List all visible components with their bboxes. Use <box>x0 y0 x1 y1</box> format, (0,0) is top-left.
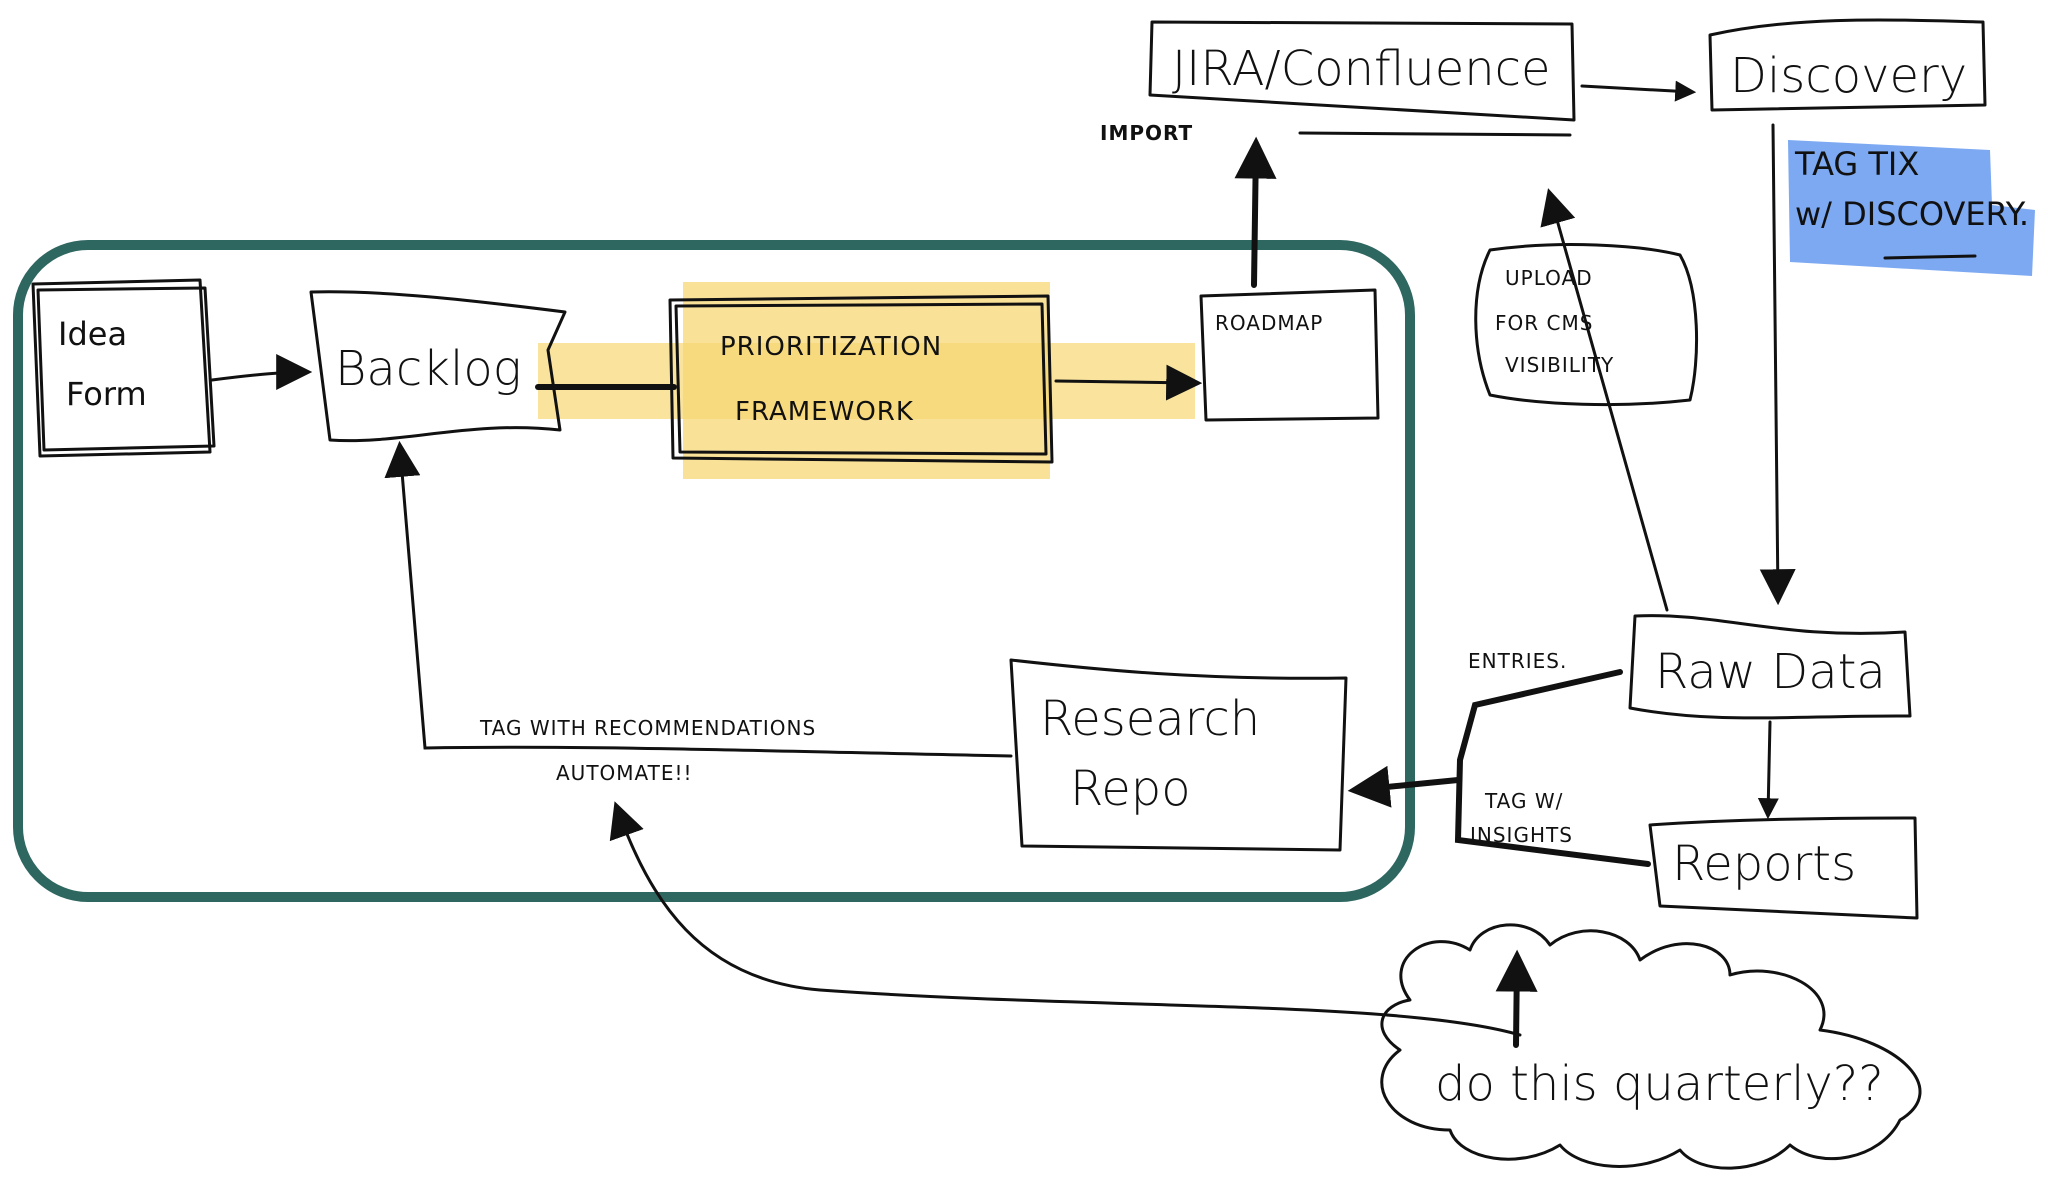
discovery-label: Discovery <box>1730 48 1967 104</box>
node-prioritization-framework: PRIORITIZATION FRAMEWORK <box>668 294 1054 464</box>
arrow-discovery-to-raw-data <box>1759 123 1796 606</box>
tag-insights-label: TAG W/ <box>1484 789 1563 813</box>
upload-label: UPLOAD <box>1505 266 1593 290</box>
import-label: IMPORT <box>1100 121 1193 145</box>
node-discovery: Discovery <box>1708 18 1987 112</box>
node-reports: Reports <box>1648 816 1919 920</box>
roadmap-label: ROADMAP <box>1215 311 1323 335</box>
tag-recommendations-label: TAG WITH RECOMMENDATIONS <box>479 716 816 740</box>
arrow-prioritization-to-roadmap <box>1054 364 1203 401</box>
idea-form-label: Idea <box>58 315 127 353</box>
prioritization-label: PRIORITIZATION <box>720 332 942 362</box>
arrow-jira-to-discovery <box>1580 80 1697 102</box>
tag-tix-label: w/ DISCOVERY. <box>1795 195 2029 233</box>
blue-highlight <box>1788 140 2035 276</box>
automate-label: AUTOMATE!! <box>556 761 693 785</box>
idea-form-label: Form <box>66 375 147 413</box>
reports-label: Reports <box>1672 836 1856 892</box>
node-cloud-quarterly: do this quarterly?? <box>1380 923 1922 1170</box>
jira-label: JIRA/Confluence <box>1172 41 1551 97</box>
process-frame <box>13 240 1415 902</box>
arrow-cloud-to-automate <box>609 801 1522 1037</box>
entries-label: ENTRIES. <box>1468 649 1567 673</box>
node-raw-data: Raw Data <box>1628 614 1912 720</box>
research-repo-label: Research <box>1040 691 1260 747</box>
raw-data-label: Raw Data <box>1655 644 1886 700</box>
yellow-highlight-box <box>683 282 1050 479</box>
arrow-research-repo-to-backlog <box>384 440 1013 758</box>
arrow-raw-data-to-reports <box>1757 720 1779 820</box>
tag-tix-label: TAG TIX <box>1794 145 1919 183</box>
node-research-repo: Research Repo <box>1009 658 1348 852</box>
node-idea-form: Idea Form <box>31 278 216 458</box>
bracket-to-research-repo <box>1454 669 1651 867</box>
node-backlog: Backlog <box>309 290 567 443</box>
backlog-label: Backlog <box>335 341 522 397</box>
cloud-label: do this quarterly?? <box>1435 1056 1884 1112</box>
research-repo-label: Repo <box>1070 761 1191 817</box>
arrow-roadmap-to-jira <box>1234 136 1277 288</box>
arrow-raw-data-to-upload <box>1540 188 1669 612</box>
arrow-bracket-to-research-repo <box>1347 765 1461 808</box>
prioritization-label: FRAMEWORK <box>735 397 914 427</box>
node-roadmap: ROADMAP <box>1199 288 1380 422</box>
arrow-idea-to-backlog <box>210 354 313 391</box>
upload-label: FOR CMS <box>1495 311 1593 335</box>
arrow-cloud-up <box>1495 949 1538 1048</box>
node-jira-confluence: JIRA/Confluence <box>1148 20 1576 137</box>
